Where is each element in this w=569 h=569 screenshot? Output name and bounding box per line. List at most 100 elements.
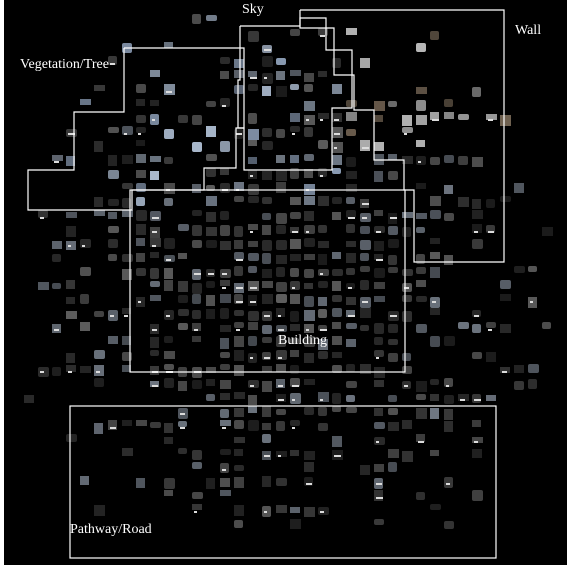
patch-highlight <box>250 175 253 177</box>
image-patch-tile <box>388 226 398 235</box>
image-patch-tile <box>192 210 202 216</box>
image-patch-tile <box>220 420 231 426</box>
image-patch-tile <box>374 490 383 501</box>
image-patch-tile <box>332 212 341 220</box>
image-patch-tile <box>374 323 384 334</box>
image-patch-tile <box>234 182 244 191</box>
patch-highlight <box>222 287 226 289</box>
image-patch-tile <box>360 364 371 374</box>
image-patch-tile <box>276 58 286 65</box>
patch-highlight <box>96 371 100 373</box>
patch-highlight <box>376 497 383 499</box>
image-patch-tile <box>108 336 118 344</box>
patch-highlight <box>236 259 243 261</box>
image-patch-tile <box>66 226 76 237</box>
image-patch-tile <box>374 408 383 416</box>
image-patch-tile <box>178 309 189 316</box>
image-patch-tile <box>38 210 48 218</box>
image-patch-tile <box>332 269 343 276</box>
image-patch-tile <box>122 308 131 314</box>
image-patch-tile <box>276 129 285 138</box>
image-patch-tile <box>164 378 174 388</box>
image-patch-tile <box>276 350 287 360</box>
image-patch-tile <box>136 170 146 178</box>
image-patch-tile <box>472 449 482 458</box>
image-patch-tile <box>346 157 356 167</box>
image-patch-tile <box>416 296 427 302</box>
image-patch-tile <box>318 196 329 206</box>
image-patch-tile <box>248 406 257 413</box>
image-patch-tile <box>318 309 327 318</box>
image-patch-tile <box>416 227 425 233</box>
image-patch-tile <box>472 324 481 333</box>
image-patch-tile <box>220 57 230 64</box>
image-patch-tile <box>472 310 481 317</box>
image-patch-tile <box>416 267 426 274</box>
image-patch-tile <box>262 381 272 392</box>
image-patch-tile <box>304 407 314 415</box>
image-patch-tile <box>276 240 287 250</box>
image-patch-tile <box>472 199 481 209</box>
image-patch-tile <box>220 338 229 349</box>
image-patch-tile <box>332 84 342 94</box>
image-patch-tile <box>192 462 202 469</box>
image-patch-tile <box>94 505 105 516</box>
patch-highlight <box>376 441 379 443</box>
image-patch-tile <box>248 170 257 179</box>
image-patch-tile <box>192 142 202 152</box>
image-patch-tile <box>528 266 537 272</box>
patch-highlight <box>334 133 340 135</box>
image-patch-tile <box>136 238 145 246</box>
image-patch-tile <box>248 129 259 140</box>
image-patch-tile <box>220 463 229 473</box>
image-patch-tile <box>206 281 215 288</box>
image-patch-tile <box>360 308 371 318</box>
image-patch-tile <box>52 367 61 376</box>
image-patch-tile <box>108 420 117 430</box>
image-patch-tile <box>332 406 341 412</box>
image-patch-tile <box>430 408 439 419</box>
image-patch-tile <box>402 366 412 374</box>
patch-highlight <box>40 217 44 219</box>
image-patch-tile <box>66 156 75 166</box>
image-patch-tile <box>402 420 412 429</box>
patch-highlight <box>264 49 271 51</box>
patch-highlight <box>320 329 327 331</box>
image-patch-tile <box>360 465 370 475</box>
patch-highlight <box>348 287 352 289</box>
image-patch-tile <box>206 227 217 236</box>
image-patch-tile <box>80 267 91 276</box>
image-patch-tile <box>332 168 341 174</box>
image-patch-tile <box>108 56 117 65</box>
image-patch-tile <box>430 504 441 510</box>
image-patch-tile <box>304 101 315 111</box>
image-patch-tile <box>290 268 299 277</box>
image-patch-tile <box>178 448 187 454</box>
image-patch-tile <box>220 393 230 400</box>
image-patch-tile <box>164 364 174 370</box>
pathway-road-label: Pathway/Road <box>70 522 152 537</box>
image-patch-tile <box>360 226 370 234</box>
image-patch-tile <box>402 115 412 126</box>
image-patch-tile <box>262 325 272 334</box>
image-patch-tile <box>192 225 202 236</box>
image-patch-tile <box>178 421 187 427</box>
patch-highlight <box>208 273 214 275</box>
image-patch-tile <box>318 269 329 276</box>
image-patch-tile <box>332 58 341 68</box>
image-patch-tile <box>444 213 454 221</box>
image-patch-tile <box>234 505 244 516</box>
image-patch-tile <box>248 241 258 247</box>
image-patch-tile <box>500 294 511 301</box>
patch-highlight <box>250 385 254 387</box>
image-patch-tile <box>332 281 341 291</box>
image-patch-tile <box>346 210 356 218</box>
image-patch-tile <box>122 254 133 262</box>
image-patch-tile <box>234 59 244 68</box>
image-patch-tile <box>430 379 439 385</box>
image-patch-tile <box>276 336 286 347</box>
image-patch-tile <box>122 336 131 345</box>
image-patch-tile <box>122 420 132 426</box>
patch-highlight <box>432 119 439 121</box>
patch-highlight <box>222 469 226 471</box>
